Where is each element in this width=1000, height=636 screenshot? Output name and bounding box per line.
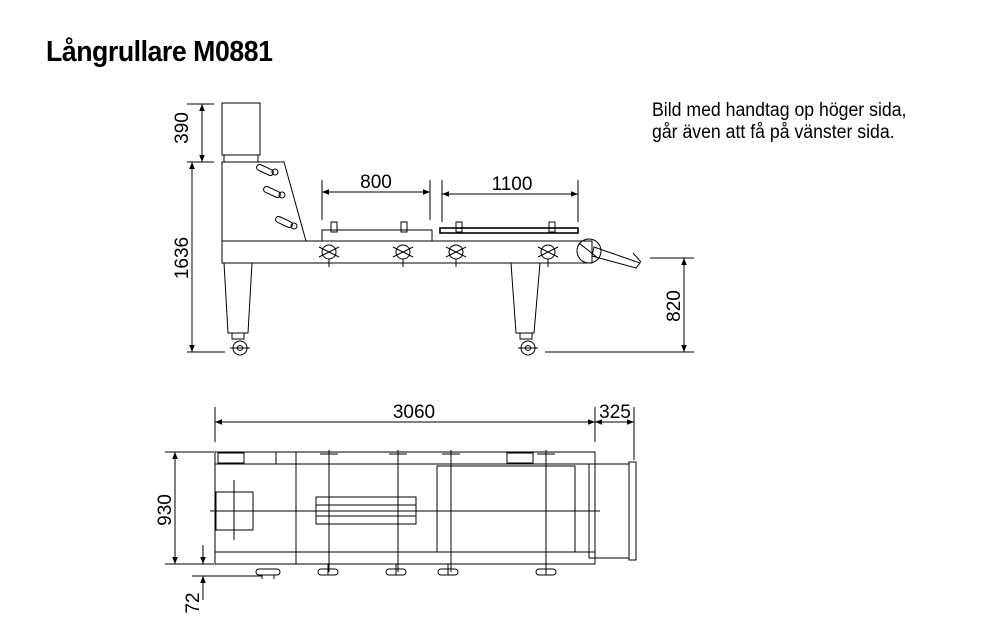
dim-handle-offset: 72 (183, 592, 204, 613)
description-note: Bild med handtag op höger sida, går även… (652, 100, 906, 144)
crank-handle (591, 246, 641, 269)
dim-hopper-height: 390 (172, 112, 193, 144)
dim-width: 930 (155, 494, 176, 526)
dim-table-height: 820 (664, 290, 685, 322)
dim-total-height: 1636 (172, 237, 193, 279)
roller-axes (320, 450, 555, 572)
end-roller (576, 238, 602, 264)
note-line-1: Bild med handtag op höger sida, (652, 100, 907, 121)
hopper (221, 102, 261, 156)
left-leg (223, 262, 253, 334)
dim-section-a: 800 (360, 172, 392, 193)
roller-window-1 (315, 496, 417, 525)
right-leg (510, 262, 541, 334)
bottom-knobs (255, 564, 557, 579)
side-view: 390 1636 800 1100 820 (172, 102, 694, 356)
dim-total-length: 3060 (393, 402, 435, 423)
page-title: Långrullare M0881 (46, 36, 273, 68)
roller-window-2 (436, 465, 576, 553)
right-caster (518, 332, 538, 356)
conveyor-frame (221, 240, 593, 264)
belt-section-1 (321, 229, 433, 242)
left-caster (230, 332, 250, 356)
dim-section-b: 1100 (492, 174, 533, 195)
machine-outline (214, 451, 596, 565)
belt-section-2 (439, 227, 579, 234)
adjustment-knobs (318, 244, 559, 267)
note-line-2: går även att få på vänster sida. (652, 122, 895, 143)
upright-posts (330, 221, 556, 233)
dim-extension: 325 (599, 402, 631, 423)
cabinet-rollers (256, 163, 298, 230)
top-view: 3060 325 (155, 402, 637, 614)
